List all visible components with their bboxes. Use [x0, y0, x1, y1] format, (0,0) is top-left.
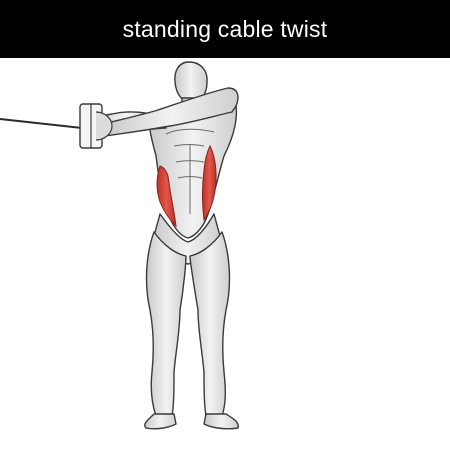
cable-line — [0, 118, 83, 129]
cable-handle — [79, 103, 113, 149]
abdominals — [165, 128, 215, 214]
left-oblique — [156, 165, 177, 228]
exercise-illustration — [0, 61, 239, 430]
right-foot — [203, 413, 239, 430]
body-figure — [85, 61, 239, 430]
left-leg — [145, 231, 187, 417]
right-oblique — [202, 144, 217, 222]
title-bar: standing cable twist — [0, 0, 450, 58]
right-leg — [189, 231, 231, 417]
exercise-title: standing cable twist — [122, 15, 328, 42]
left-foot — [144, 413, 177, 430]
right-arm — [103, 87, 239, 137]
